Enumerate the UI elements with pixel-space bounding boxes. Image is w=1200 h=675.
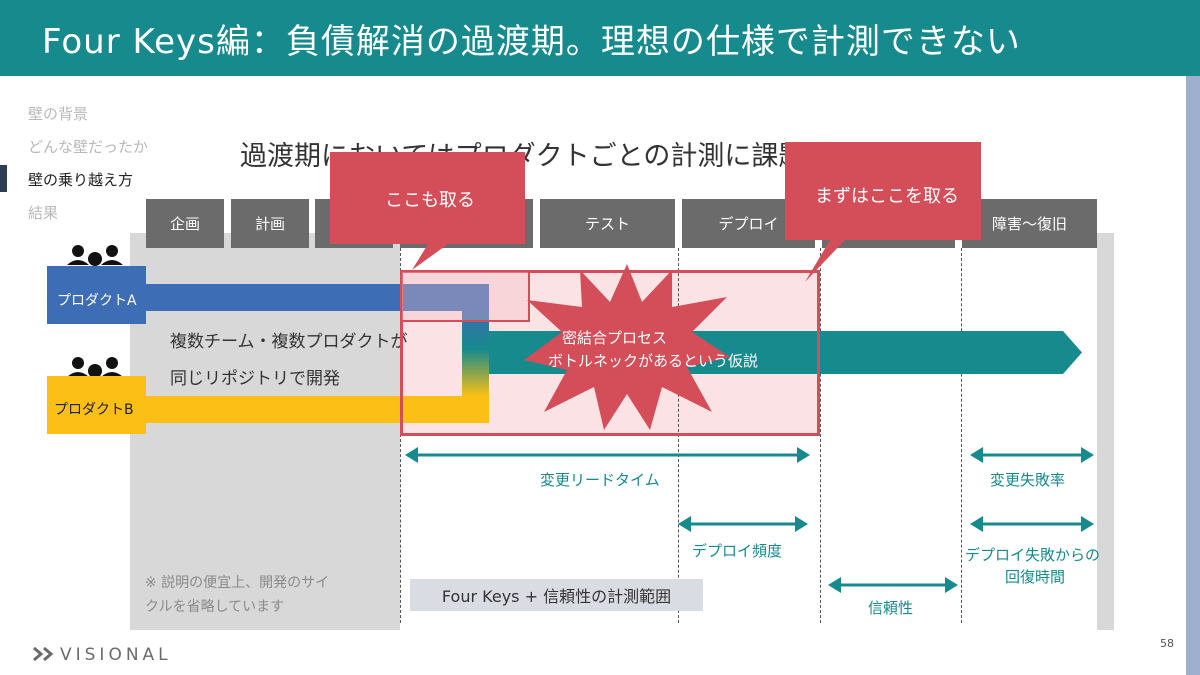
team-text-line1: 複数チーム・複数プロダクトが: [170, 332, 408, 352]
metric-recovery-line2: 回復時間: [1005, 568, 1066, 586]
logo-chevron-icon: [33, 646, 54, 662]
burst-text-line2: ボトルネックがあるという仮説: [548, 352, 759, 370]
slide-title: Four Keys編：負債解消の過渡期。理想の仕様で計測できない: [42, 22, 1021, 62]
arrow-icon: [405, 447, 810, 463]
phase-planning: 企画: [146, 199, 224, 248]
ticket-highlight-box: [400, 270, 530, 322]
burst-text-line1: 密結合プロセス: [562, 329, 668, 347]
toc-item-background[interactable]: 壁の背景: [28, 105, 89, 123]
measurement-range-label: Four Keys + 信頼性の計測範囲: [410, 579, 703, 611]
product-a-bar: [146, 284, 489, 311]
header-bar: [0, 0, 1200, 76]
metric-reliability: 信頼性: [868, 599, 914, 617]
product-a-label: プロダクトA: [47, 266, 146, 324]
phase-plan: 計画: [231, 199, 309, 248]
arrow-icon: [970, 516, 1094, 532]
metric-deploy-frequency: デプロイ頻度: [692, 542, 783, 560]
product-b-label: プロダクトB: [47, 376, 146, 434]
toc-item-overcome[interactable]: 壁の乗り越え方: [28, 171, 134, 189]
arrow-icon: [828, 577, 958, 593]
toc-active-marker: [0, 165, 7, 192]
callout-left: [330, 152, 525, 270]
burst-shape: [524, 264, 730, 430]
phase-test: テスト: [540, 199, 675, 248]
note-line1: ※ 説明の便宜上、開発のサイ: [145, 575, 330, 591]
metric-recovery-line1: デプロイ失敗からの: [965, 546, 1101, 564]
callout-left-text: ここも取る: [385, 190, 475, 211]
dashed-divider: [961, 248, 962, 623]
dashed-divider: [820, 248, 821, 623]
phase-incident-recovery: 障害〜復旧: [962, 199, 1097, 248]
page-number: 58: [1160, 637, 1174, 650]
metric-lead-time: 変更リードタイム: [540, 471, 660, 489]
company-logo: VISIONAL: [60, 645, 172, 665]
team-text-line2: 同じリポジトリで開発: [170, 369, 340, 389]
bottleneck-highlight-box: [400, 270, 820, 436]
callout-right-text: まずはここを取る: [815, 186, 959, 207]
arrow-icon: [678, 516, 808, 532]
right-edge-strip: [1186, 76, 1200, 675]
callout-right: [785, 142, 981, 282]
arrow-icon: [970, 447, 1094, 463]
toc-item-wall[interactable]: どんな壁だったか: [28, 138, 149, 156]
note-line2: クルを省略しています: [145, 599, 285, 615]
metric-change-failure-rate: 変更失敗率: [990, 471, 1066, 489]
product-b-bar: [146, 396, 489, 423]
merge-connector: [462, 311, 489, 396]
toc-item-result[interactable]: 結果: [28, 204, 59, 222]
